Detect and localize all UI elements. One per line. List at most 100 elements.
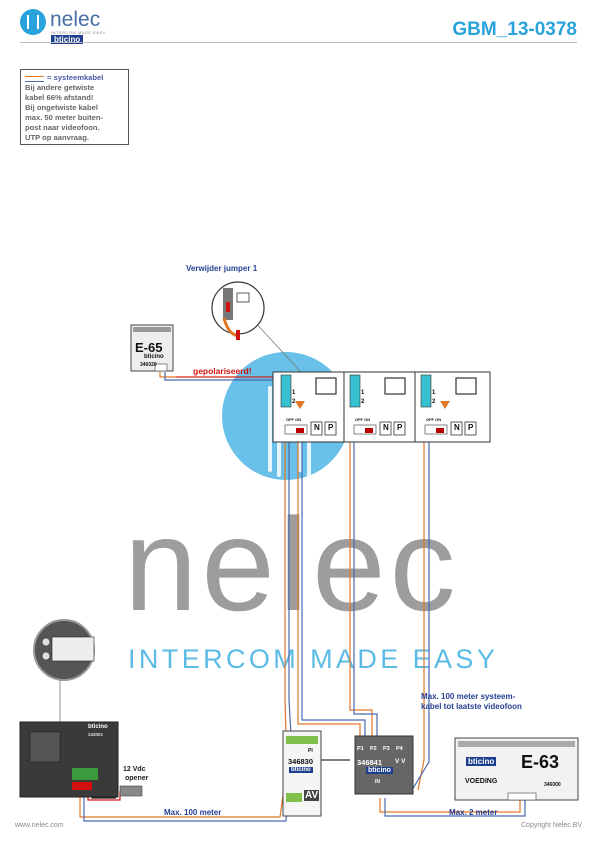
- interface-av: AV: [304, 790, 320, 801]
- door-zoom-screw-1: [41, 637, 51, 647]
- vp1-n: N: [314, 423, 320, 432]
- header-divider: [20, 42, 577, 43]
- e65-terminals: [133, 327, 171, 332]
- cable-vp3-orange: [417, 420, 425, 791]
- cable-vp1-orange: [284, 384, 287, 736]
- jumper-red: [226, 302, 230, 312]
- e63-brand: bticino: [466, 757, 497, 766]
- max-2-label: Max. 2 meter: [449, 808, 498, 817]
- vp1-p: P: [328, 423, 334, 432]
- cable-vp3-blue: [411, 420, 430, 791]
- distributor-in: IN: [375, 779, 380, 785]
- note-line: max. 50 meter buiten-: [25, 113, 104, 122]
- note-line: post naar videofoon.: [25, 123, 100, 132]
- vp2-n: N: [383, 423, 389, 432]
- vp3-n: N: [454, 423, 460, 432]
- cable-vp2-orange: [349, 380, 373, 740]
- e63-bottom-terminal: [507, 792, 537, 801]
- cable-note: = systeemkabel Bij andere getwiste kabel…: [20, 69, 129, 145]
- max-system-label-2: kabel tot laatste videofoon: [421, 702, 522, 711]
- distributor-port-4: P4: [396, 746, 403, 752]
- cable-vp1-blue: [288, 390, 292, 736]
- door-zoom-terminal: [51, 636, 95, 662]
- distributor-vv: V V: [395, 758, 406, 765]
- nelec-logo-icon-bars: [27, 15, 39, 29]
- max-system-label-1: Max. 100 meter systeem-: [421, 692, 516, 701]
- door-panel-terminal-2: [72, 782, 92, 790]
- interface-brand: bticino: [289, 767, 313, 773]
- vp2-term-2: 2: [361, 399, 365, 405]
- opener-label-2: opener: [125, 775, 149, 782]
- videophone-1: [272, 371, 345, 443]
- e63-code: 346000: [544, 782, 561, 788]
- cable-door-orange: [79, 790, 284, 818]
- cable-vp1-dist-blue: [301, 404, 366, 740]
- e65-brand: bticino: [144, 354, 164, 360]
- note-line: UTP op aanvraag.: [25, 133, 90, 142]
- interface-pi: PI: [308, 748, 313, 754]
- e63-box: [454, 737, 579, 801]
- document-number: GBM_13-0378: [452, 19, 577, 40]
- e65-code: 346020: [140, 362, 157, 368]
- partner-logo: bticino: [51, 35, 84, 44]
- e65-name: E-65: [135, 340, 163, 355]
- door-panel-terminal: [72, 768, 98, 780]
- e63-terminals: [458, 741, 575, 747]
- door-panel-camera: [29, 731, 61, 763]
- brand-tagline: INTERCOM MADE EASY: [51, 30, 106, 35]
- distributor-port-3: P3: [383, 746, 390, 752]
- jumper-removed: [236, 330, 240, 340]
- jumper-mini-screen: [236, 292, 250, 303]
- max-100-label: Max. 100 meter: [164, 808, 222, 817]
- jumper-label: Verwijder jumper 1: [186, 264, 258, 273]
- brand-name: nelec: [50, 8, 101, 31]
- videophone-2: [343, 371, 416, 443]
- note-line: Bij ongetwiste kabel: [25, 103, 99, 112]
- e65-box: [130, 324, 174, 372]
- cable-vp2-blue: [353, 385, 378, 740]
- watermark-tagline: INTERCOM MADE EASY: [128, 644, 499, 674]
- cable-vp1-dist-orange: [297, 400, 361, 740]
- interface-terminals-top: [286, 736, 318, 744]
- interface-code: 346830: [288, 757, 314, 766]
- vp3-term-2: 2: [432, 399, 436, 405]
- watermark-word: nelec: [124, 491, 460, 638]
- distributor-brand: bticino: [366, 767, 393, 774]
- vp3-term-1: 1: [432, 390, 436, 396]
- videophone-3: [414, 371, 491, 443]
- e65-bottom-terminal: [154, 363, 168, 372]
- cable-legend-icon: [25, 76, 44, 82]
- nelec-logo-icon: [20, 9, 46, 35]
- e63-sub: VOEDING: [465, 778, 498, 785]
- door-code: 343001: [88, 732, 104, 737]
- vp2-p: P: [397, 423, 403, 432]
- distributor-port-2: P2: [370, 746, 377, 752]
- distributor-code: 346841: [357, 758, 383, 767]
- footer-copyright: Copyright Nelec BV: [521, 822, 583, 829]
- vp1-term-1: 1: [292, 390, 296, 396]
- e63-name: E-63: [521, 752, 560, 772]
- door-brand: bticino: [88, 724, 108, 730]
- jumper-zoom-circle: [211, 281, 265, 335]
- vp1-switch: OFF ON: [286, 417, 302, 422]
- note-line: Bij andere getwiste: [25, 83, 95, 92]
- cable-e63-blue: [384, 798, 526, 817]
- opener-icon: [119, 785, 143, 797]
- legend-label: = systeemkabel: [47, 73, 104, 82]
- door-zoom-screw-2: [41, 651, 51, 661]
- interface-terminals-bottom: [286, 793, 302, 802]
- distributor-port-1: P1: [357, 746, 364, 752]
- opener-label-1: 12 Vdc: [123, 766, 146, 773]
- vp3-p: P: [468, 423, 474, 432]
- vp2-term-1: 1: [361, 390, 365, 396]
- vp1-term-2: 2: [292, 399, 296, 405]
- legend-line: = systeemkabel: [25, 73, 128, 83]
- distributor-box: [354, 735, 414, 795]
- vp3-switch: OFF ON: [426, 417, 442, 422]
- polarity-label: gepolariseerd!: [193, 366, 252, 376]
- note-line: kabel 66% afstand!: [25, 93, 94, 102]
- cable-e63-orange: [379, 798, 521, 813]
- footer-website: www.nelec.com: [15, 822, 64, 829]
- vp2-switch: OFF ON: [355, 417, 371, 422]
